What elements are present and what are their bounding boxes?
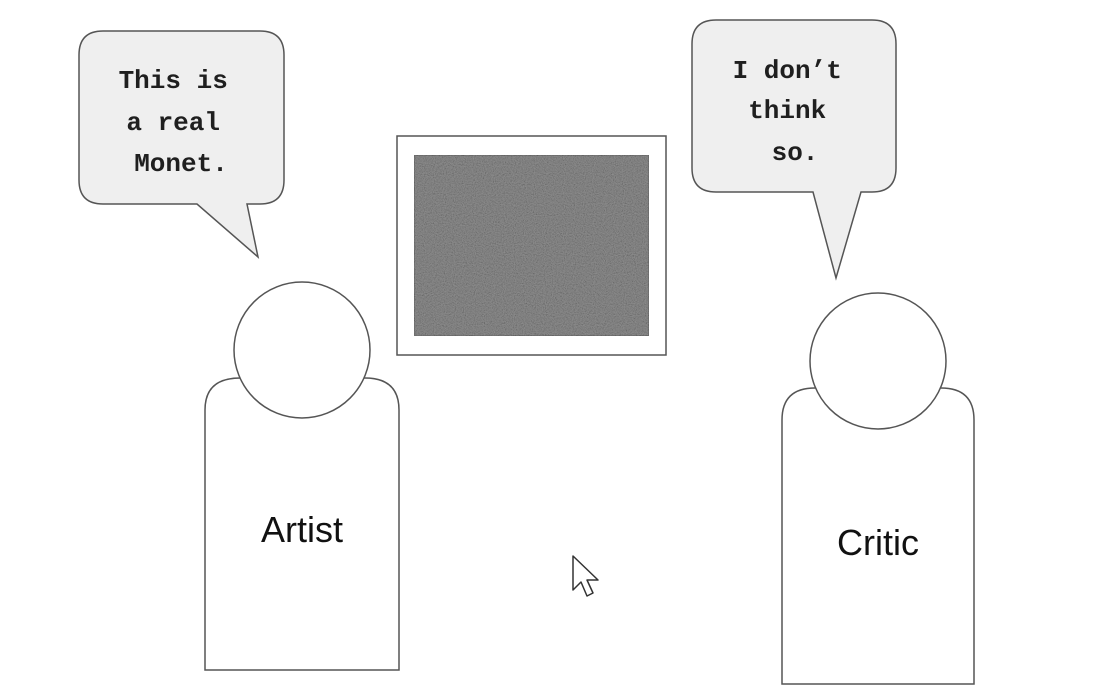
svg-text:I don’t think so.: I don’t think so. [733, 56, 858, 168]
critic-figure: Critic [781, 292, 975, 685]
critic-speech-bubble: I don’t think so. [691, 19, 897, 281]
critic-label: Critic [837, 522, 919, 563]
critic-speech-line: so. [772, 138, 819, 168]
artist-body [204, 377, 400, 671]
painting-canvas [413, 154, 650, 337]
artist-speech-line: This is [119, 66, 228, 96]
critic-bubble-shape [691, 19, 897, 281]
painting [396, 135, 667, 356]
artist-speech-bubble: This is a real Monet. [78, 30, 285, 260]
svg-text:This is a real Mon: This is a real Monet. [119, 66, 244, 179]
artist-speech-line: a real [126, 108, 220, 138]
artist-figure: Artist [204, 281, 400, 671]
artist-head [233, 281, 371, 419]
pointer-arrow-icon [572, 555, 599, 597]
artist-speech-line: Monet. [134, 149, 228, 179]
critic-speech-line: I don’t [733, 56, 842, 86]
critic-speech-line: think [748, 96, 826, 126]
artist-label: Artist [261, 509, 343, 550]
critic-head [809, 292, 947, 430]
artist-bubble-shape [78, 30, 285, 260]
